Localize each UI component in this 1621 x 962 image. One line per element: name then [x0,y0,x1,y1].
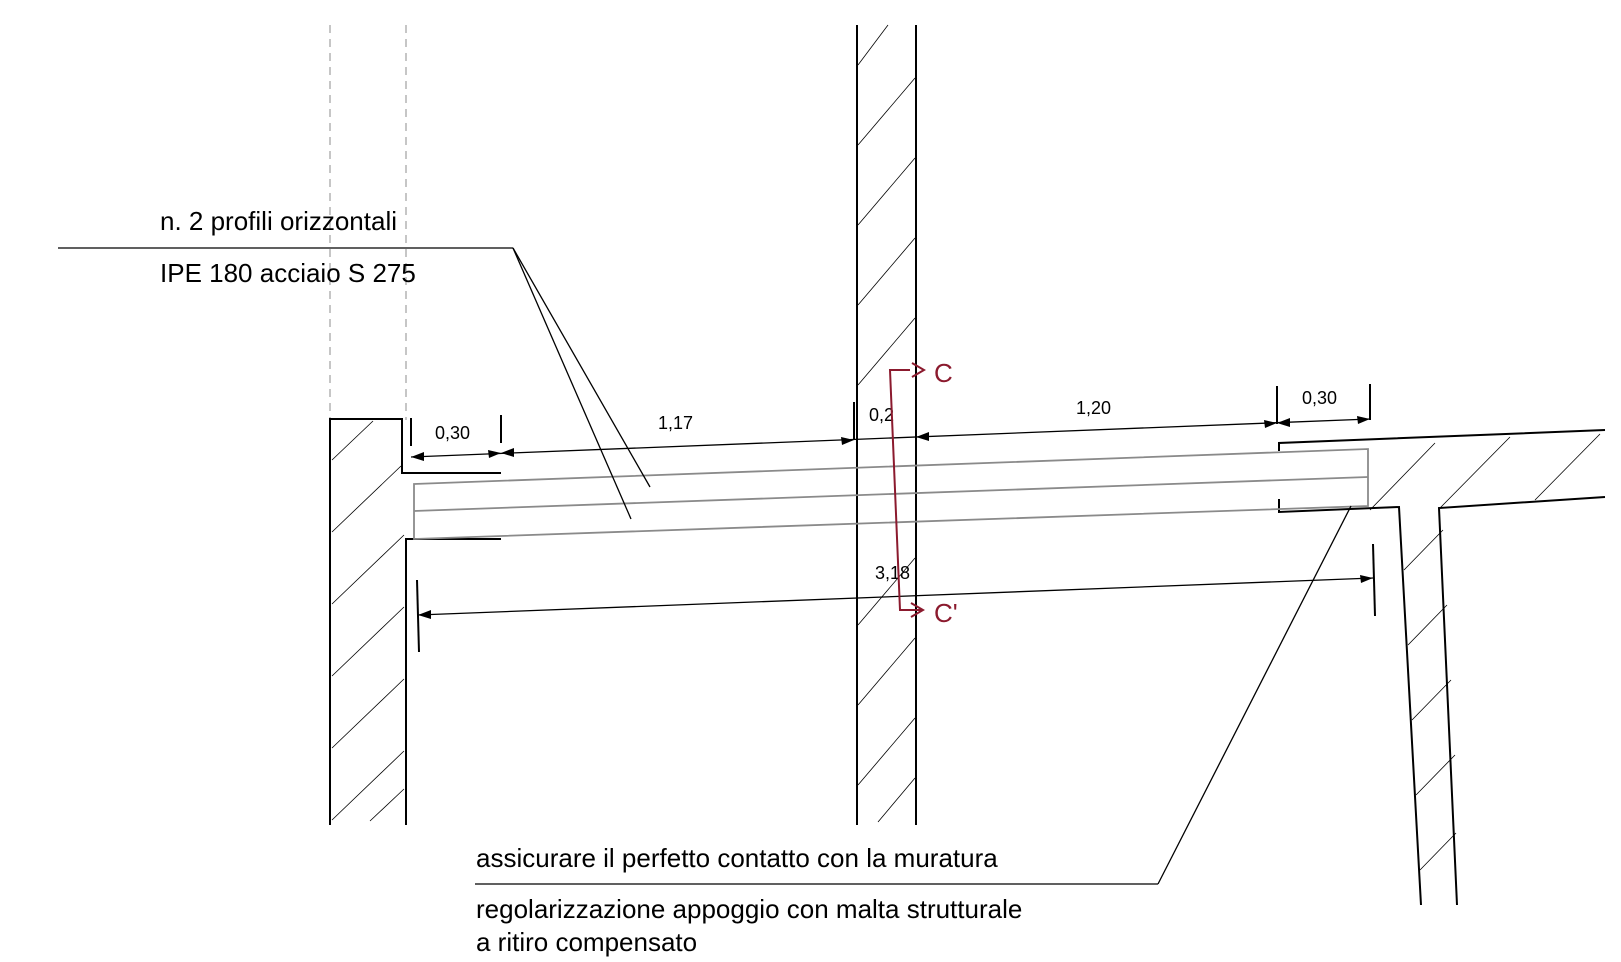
beams-leader: n. 2 profili orizzontali IPE 180 acciaio… [58,206,651,520]
beams-label-line2: IPE 180 acciaio S 275 [160,258,416,288]
dim-left-bearing: 0,30 [435,423,470,443]
beam-outline [413,448,1369,540]
beam-separator [413,476,1369,512]
dim-total: 3,18 [875,563,910,583]
section-label-top: C [934,358,953,388]
dim-wall-thickness: 0,2 [869,405,894,425]
left-wall [329,418,501,825]
contact-leader: assicurare il perfetto contatto con la m… [475,505,1352,957]
top-dimension-chain: 0,30 1,17 0,2 1,20 0,30 [410,384,1371,461]
section-mark-c: C C' [888,358,958,628]
dim-left-span: 1,17 [658,413,693,433]
total-dimension: 3,18 [416,543,1376,653]
dim-right-span: 1,20 [1076,398,1111,418]
central-wall [856,24,917,825]
section-label-bottom: C' [934,598,958,628]
dim-right-bearing: 0,30 [1302,388,1337,408]
steel-beams-ipe180 [413,448,1369,540]
mortar-label-line2: a ritiro compensato [476,927,697,957]
right-wall-and-slab [1278,429,1606,906]
contact-label: assicurare il perfetto contatto con la m… [476,843,998,873]
mortar-label-line1: regolarizzazione appoggio con malta stru… [476,894,1022,924]
beams-label-line1: n. 2 profili orizzontali [160,206,397,236]
